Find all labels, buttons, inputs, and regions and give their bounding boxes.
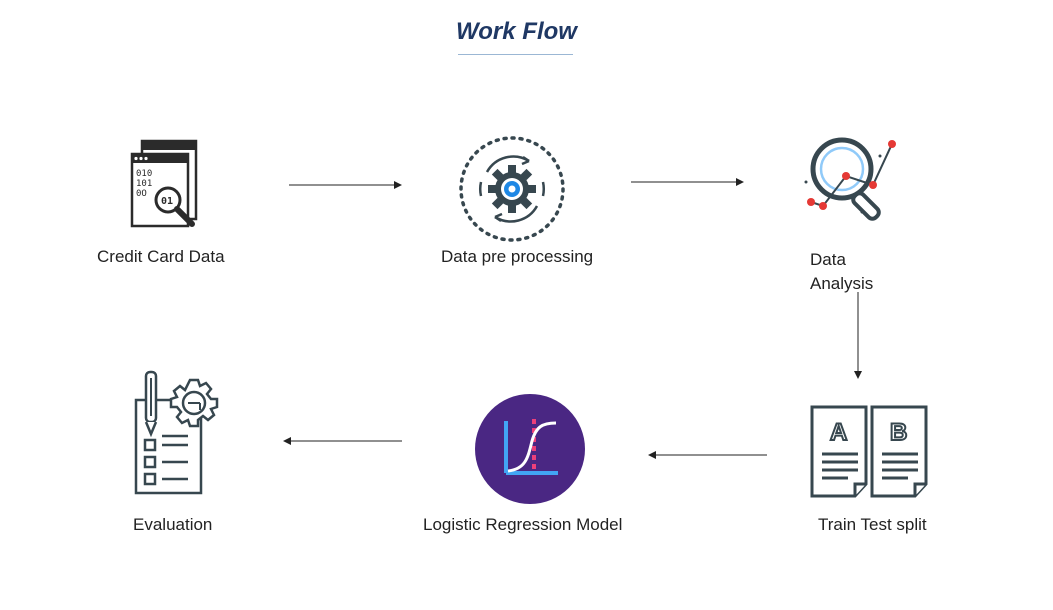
file-a-letter: A xyxy=(830,419,847,446)
page-title: Work Flow xyxy=(456,18,577,45)
lens-digits: 01 xyxy=(161,196,173,207)
step-label-data-analysis-line1: Data xyxy=(810,250,846,269)
binary-row: 0O xyxy=(136,189,147,199)
evaluation-checklist-gear-icon xyxy=(134,370,219,495)
file-b-letter: B xyxy=(890,419,907,446)
step-label-train-test-split: Train Test split xyxy=(818,515,927,534)
step-label-evaluation: Evaluation xyxy=(133,515,213,534)
step-label-data-pre-processing: Data pre processing xyxy=(441,247,594,266)
train-test-split-ab-icon: A B xyxy=(810,405,928,498)
step-label-logistic-regression-model: Logistic Regression Model xyxy=(423,515,623,534)
preprocessing-gear-icon xyxy=(459,136,565,242)
title-underline xyxy=(458,54,573,55)
binary-row: 101 xyxy=(136,179,152,189)
step-label-credit-card-data: Credit Card Data xyxy=(97,247,225,266)
binary-row: 010 xyxy=(136,169,152,179)
step-label-data-analysis-line2: Analysis xyxy=(810,274,874,293)
data-analysis-magnifier-icon xyxy=(804,137,896,221)
credit-card-data-icon: 010 101 0O 01 xyxy=(130,139,198,228)
logistic-regression-curve-icon xyxy=(475,394,585,504)
